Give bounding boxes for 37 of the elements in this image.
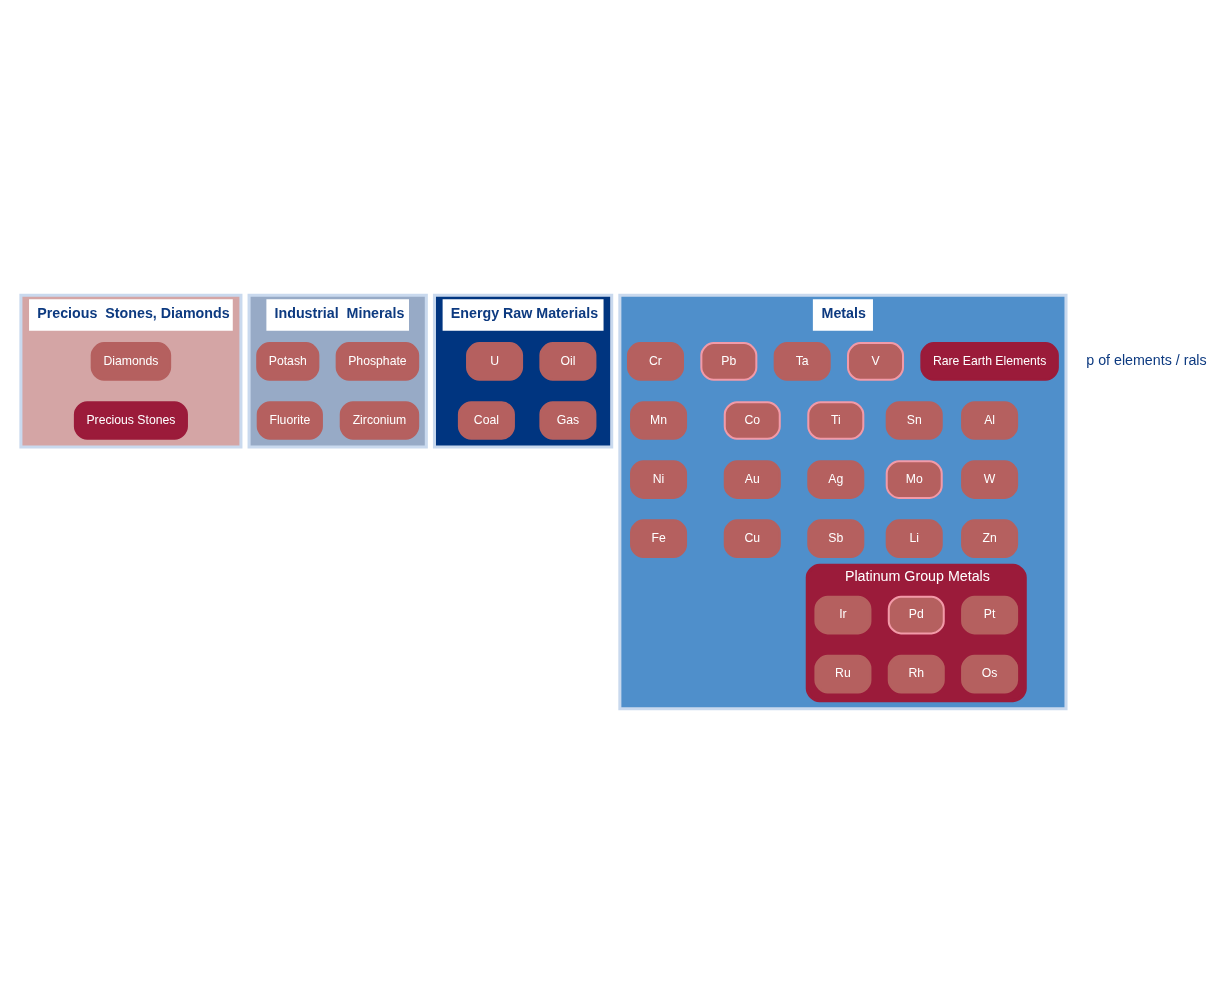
node-box: Fe	[630, 519, 688, 558]
node-box: Diamonds	[90, 342, 172, 381]
node-box: Phosphate	[335, 342, 420, 381]
node-box: Fluorite	[256, 401, 323, 440]
node-box: Co	[723, 401, 781, 440]
node-box: Au	[723, 460, 781, 499]
node-box: Coal	[457, 401, 515, 440]
node-box: Ti	[807, 401, 865, 440]
node-box: Rare Earth Elements	[920, 342, 1059, 381]
node-box: Sb	[807, 519, 865, 558]
node-box: Al	[961, 401, 1019, 440]
node-box: Ni	[630, 460, 688, 499]
node-box: Ir	[814, 595, 872, 635]
node-box: W	[961, 460, 1019, 499]
node-box: Potash	[256, 342, 320, 381]
node-box: Precious Stones	[73, 401, 188, 440]
node-box: Cu	[723, 519, 781, 558]
node-box: Ag	[807, 460, 865, 499]
node-box: Cr	[627, 342, 684, 381]
node-box: Sn	[885, 401, 943, 440]
node-box: Pb	[700, 342, 758, 381]
node-box: Rh	[887, 654, 945, 694]
label: p of elements / rals	[1086, 352, 1207, 369]
node-box: Pt	[961, 595, 1019, 635]
node-box: Mo	[885, 460, 943, 499]
node-box: Ta	[773, 342, 831, 381]
node-box: Mn	[630, 401, 688, 440]
node-box: Os	[961, 654, 1019, 694]
node-box: Oil	[539, 342, 597, 381]
node-box: Li	[885, 519, 943, 558]
node-box: Ru	[814, 654, 872, 694]
node-box: Pd	[887, 595, 945, 635]
node-box: U	[466, 342, 524, 381]
node-box: V	[847, 342, 905, 381]
node-box: Zirconium	[339, 401, 420, 440]
node-box: Gas	[539, 401, 597, 440]
node-box: Zn	[961, 519, 1019, 558]
